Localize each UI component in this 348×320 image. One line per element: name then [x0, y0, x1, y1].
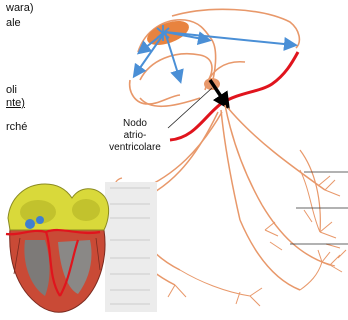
valve-highlight-icon — [25, 219, 35, 229]
purkinje-fibers — [168, 170, 346, 306]
av-label-leader — [168, 88, 212, 128]
av-node-label-line2: atrio-ventricolare — [100, 130, 170, 154]
heart-ventricles — [10, 228, 105, 312]
label-pointers — [290, 172, 348, 244]
atrium-chamber-right — [72, 199, 100, 221]
av-node-label: Nodo atrio-ventricolare — [100, 118, 170, 154]
av-boundary-line — [170, 52, 298, 140]
atrial-outline — [130, 9, 300, 106]
av-node-label-line1: Nodo — [100, 118, 170, 130]
heart-illustration — [0, 178, 160, 320]
valve-highlight-icon — [36, 216, 44, 224]
heart-callout-panel — [105, 182, 157, 312]
